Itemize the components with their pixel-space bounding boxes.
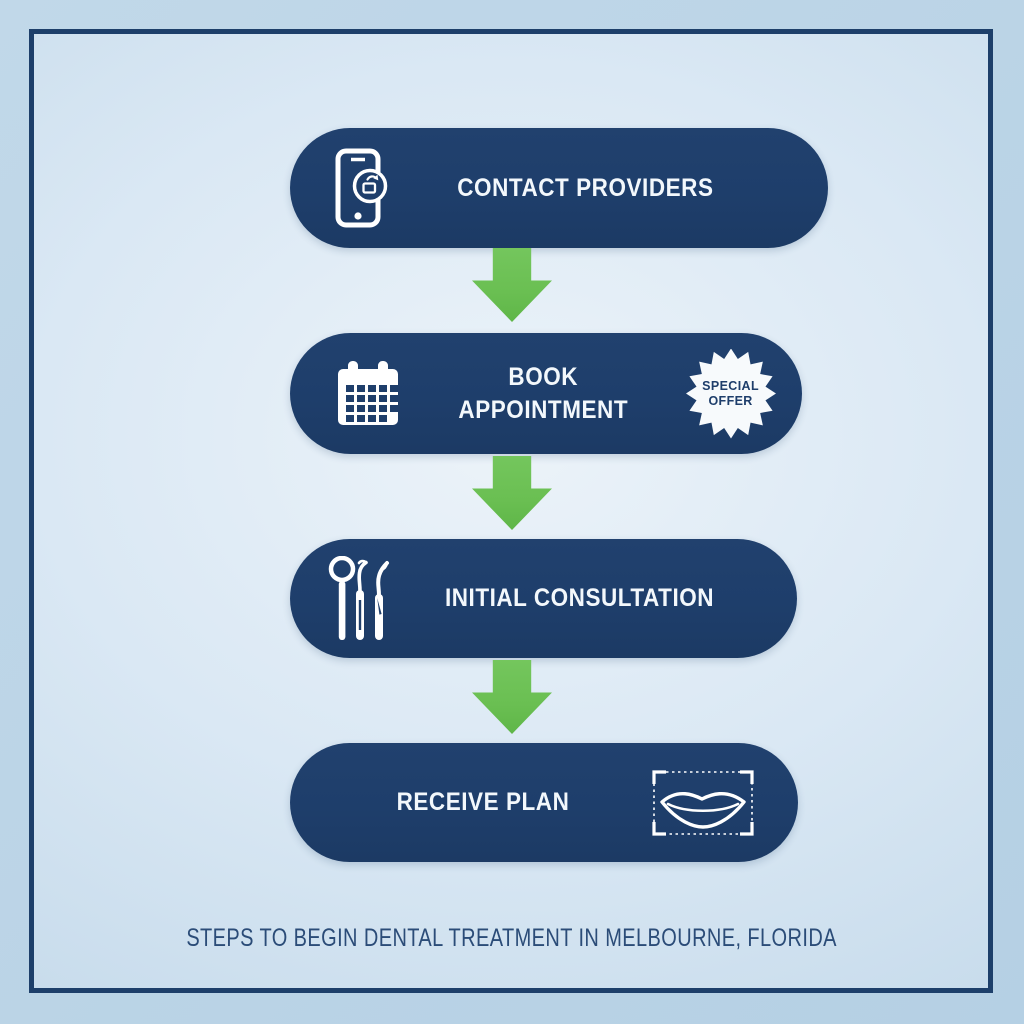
step-pill-receive-plan: RECEIVE PLAN [290,743,798,862]
step-pill-contact-providers: CONTACT PROVIDERS [290,128,828,248]
step-label-text: CONTACT PROVIDERS [456,173,714,202]
special-offer-badge: SPECIAL OFFER [686,348,776,439]
dental-tools-icon [327,555,393,642]
step-label-book-appointment: BOOK APPOINTMENT [400,361,686,427]
calendar-icon [336,360,400,427]
step-label-text: INITIAL CONSULTATION [445,584,715,612]
special-offer-badge-label: SPECIAL OFFER [702,377,760,408]
smile-crop-frame-icon [652,769,754,836]
step-label-contact-providers: CONTACT PROVIDERS [396,172,774,205]
smartphone-contact-icon [334,148,396,228]
step-label-text: BOOK APPOINTMENT [458,362,628,424]
caption-title: STEPS TO BEGIN DENTAL TREATMENT IN MELBO… [0,923,1024,953]
step-label-initial-consultation: INITIAL CONSULTATION [393,582,767,615]
step-label-receive-plan: RECEIVE PLAN [314,786,652,819]
step-label-text: RECEIVE PLAN [396,788,570,816]
step-pill-initial-consultation: INITIAL CONSULTATION [290,539,797,658]
caption-title-text: STEPS TO BEGIN DENTAL TREATMENT IN MELBO… [186,924,838,952]
step-pill-book-appointment: BOOK APPOINTMENT SPECIAL OFFER [290,333,802,454]
